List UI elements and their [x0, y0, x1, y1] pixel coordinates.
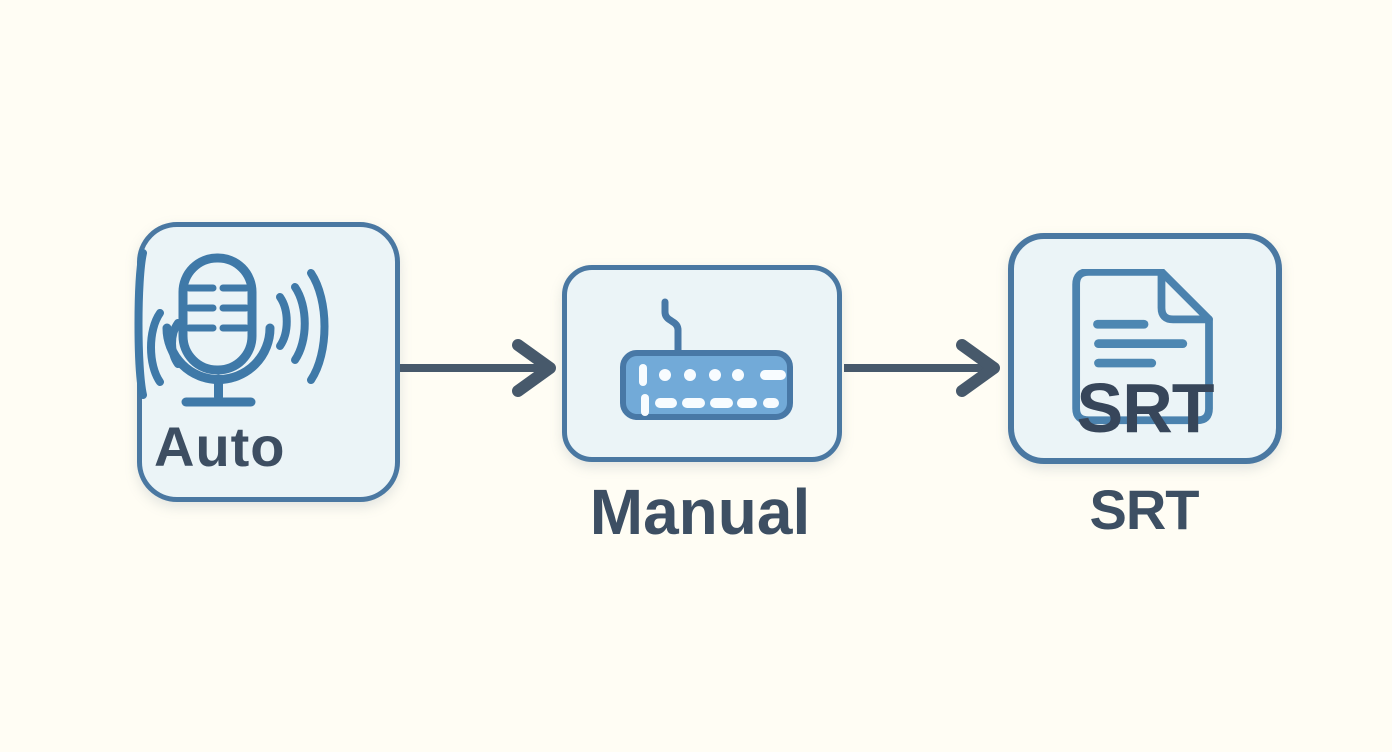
sound-waves-left: [134, 249, 182, 399]
mic-grill: [185, 284, 250, 332]
page-fold: [1157, 269, 1213, 324]
keyboard-icon: [620, 298, 793, 420]
arrow-manual-to-srt: [844, 339, 1000, 397]
keyboard-cable: [661, 298, 682, 362]
node-auto-label: Auto: [154, 415, 286, 478]
microphone-sound-waves-icon: [134, 249, 329, 407]
arrow-auto-to-manual: [400, 339, 556, 397]
node-srt-label: SRT: [1089, 478, 1200, 541]
node-auto: Auto: [134, 222, 400, 502]
keyboard-keys: [639, 364, 786, 416]
node-manual-label: Manual: [589, 476, 811, 548]
sound-waves-right: [276, 269, 329, 384]
srt-document-icon: [1072, 269, 1213, 425]
srt-file-type-text: SRT: [1076, 369, 1215, 447]
node-srt: SRT: [1008, 233, 1282, 464]
node-manual: [562, 265, 842, 462]
document-text-lines: [1093, 319, 1188, 368]
